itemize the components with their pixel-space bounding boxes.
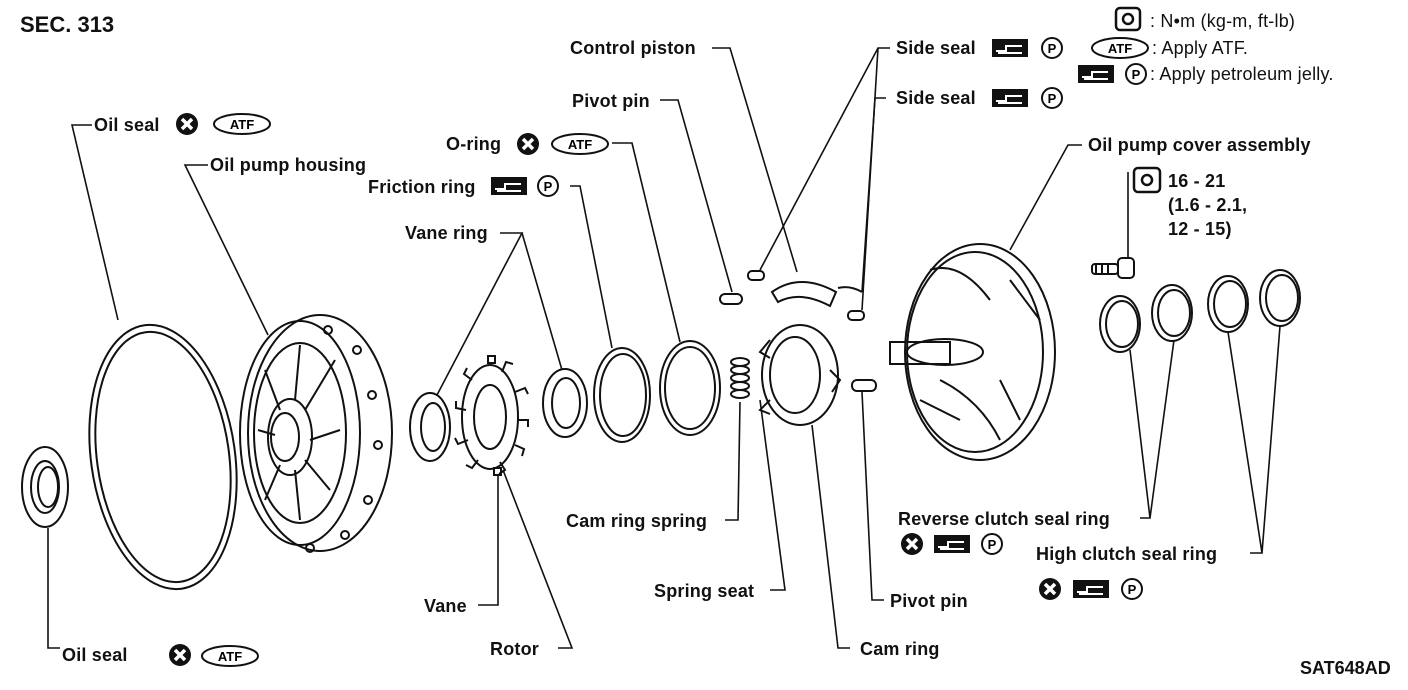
petroleum-jelly-icon bbox=[991, 38, 1029, 58]
label-rotor: Rotor bbox=[490, 639, 539, 659]
label-oil-seal-top: Oil seal bbox=[94, 115, 160, 135]
label-spring-seat: Spring seat bbox=[654, 581, 755, 601]
label-pivot-pin-bottom: Pivot pin bbox=[890, 591, 968, 611]
torque-value-line2: (1.6 - 2.1, bbox=[1168, 195, 1248, 215]
svg-text:P: P bbox=[1048, 41, 1057, 56]
torque-value-line3: 12 - 15) bbox=[1168, 219, 1232, 239]
torque-wrench-icon bbox=[1132, 166, 1162, 194]
cam-ring-part bbox=[758, 324, 842, 426]
legend-atf-text: : Apply ATF. bbox=[1152, 38, 1249, 58]
petroleum-jelly-icon bbox=[991, 88, 1029, 108]
label-oil-pump-cover-assembly: Oil pump cover assembly bbox=[1088, 135, 1311, 155]
torque-value-line1: 16 - 21 bbox=[1168, 171, 1226, 191]
label-vane-ring: Vane ring bbox=[405, 223, 488, 243]
x-mark-icon bbox=[515, 131, 541, 157]
atf-oval-icon: ATF bbox=[201, 645, 259, 667]
vane-ring-part bbox=[542, 368, 588, 438]
petroleum-jelly-icon bbox=[1077, 64, 1115, 84]
vane-ring-small-part bbox=[409, 392, 451, 462]
p-circle-icon: P bbox=[1121, 578, 1143, 600]
svg-text:P: P bbox=[1132, 67, 1141, 82]
label-control-piston: Control piston bbox=[570, 38, 696, 58]
x-mark-icon bbox=[899, 531, 925, 557]
p-circle-icon: P bbox=[1041, 87, 1063, 109]
petroleum-jelly-icon bbox=[1072, 579, 1110, 599]
label-vane: Vane bbox=[424, 596, 467, 616]
leader-lines bbox=[47, 47, 1281, 649]
legend-torque-text: : N•m (kg-m, ft-lb) bbox=[1150, 11, 1296, 31]
atf-oval-icon: ATF bbox=[213, 113, 271, 135]
label-pivot-pin-top: Pivot pin bbox=[572, 91, 650, 111]
svg-text:P: P bbox=[1048, 91, 1057, 106]
atf-oval-icon: ATF bbox=[551, 133, 609, 155]
svg-text:ATF: ATF bbox=[230, 117, 254, 132]
label-side-seal-1: Side seal bbox=[896, 38, 976, 58]
svg-text:ATF: ATF bbox=[1108, 41, 1132, 56]
label-side-seal-2: Side seal bbox=[896, 88, 976, 108]
cam-ring-spring-part bbox=[730, 357, 750, 399]
bolt-part bbox=[1091, 257, 1135, 279]
x-mark-icon bbox=[1037, 576, 1063, 602]
label-cam-ring-spring: Cam ring spring bbox=[566, 511, 708, 531]
label-friction-ring: Friction ring bbox=[368, 177, 476, 197]
label-o-ring: O-ring bbox=[446, 134, 502, 154]
p-circle-icon: P bbox=[537, 175, 559, 197]
svg-text:P: P bbox=[544, 179, 553, 194]
label-oil-seal-bottom: Oil seal bbox=[62, 645, 128, 665]
label-oil-pump-housing: Oil pump housing bbox=[210, 155, 367, 175]
figure-code: SAT648AD bbox=[1300, 658, 1391, 678]
p-circle-icon: P bbox=[1125, 63, 1147, 85]
svg-text:P: P bbox=[1128, 582, 1137, 597]
label-cam-ring: Cam ring bbox=[860, 639, 940, 659]
o-ring-part bbox=[659, 340, 721, 436]
atf-oval-icon: ATF bbox=[1091, 37, 1149, 59]
petroleum-jelly-icon bbox=[933, 534, 971, 554]
svg-text:P: P bbox=[988, 537, 997, 552]
p-circle-icon: P bbox=[981, 533, 1003, 555]
p-circle-icon: P bbox=[1041, 37, 1063, 59]
x-mark-icon bbox=[167, 642, 193, 668]
control-piston-part bbox=[770, 281, 838, 308]
torque-wrench-icon bbox=[1114, 6, 1142, 32]
clutch-seal-rings-part bbox=[1099, 269, 1301, 353]
x-mark-icon bbox=[174, 111, 200, 137]
oil-pump-housing-part bbox=[239, 314, 393, 553]
oil-seal-large-part bbox=[88, 323, 238, 591]
section-title: SEC. 313 bbox=[20, 12, 115, 37]
oil-pump-cover-part bbox=[889, 243, 1056, 461]
legend-petroleum-text: : Apply petroleum jelly. bbox=[1150, 64, 1334, 84]
label-reverse-clutch-seal-ring: Reverse clutch seal ring bbox=[898, 509, 1110, 529]
petroleum-jelly-icon bbox=[490, 176, 528, 196]
oil-seal-small-part bbox=[21, 446, 69, 528]
friction-ring-part bbox=[593, 347, 651, 443]
label-high-clutch-seal-ring: High clutch seal ring bbox=[1036, 544, 1218, 564]
svg-text:ATF: ATF bbox=[568, 137, 592, 152]
rotor-part bbox=[454, 355, 529, 476]
svg-text:ATF: ATF bbox=[218, 649, 242, 664]
